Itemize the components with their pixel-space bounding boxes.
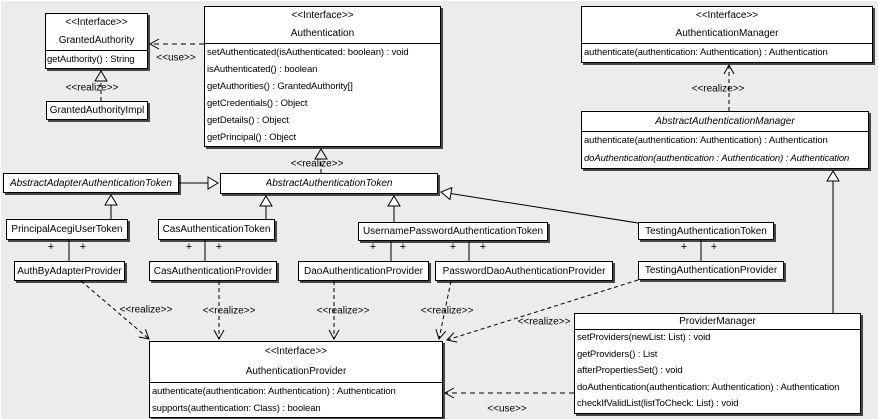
compartment-divider: [205, 43, 440, 44]
class-name: CasAuthenticationProvider: [153, 265, 273, 277]
compartment-divider: [150, 382, 442, 383]
association-end-plus: +: [215, 241, 223, 253]
method-label: authenticate(authentication: Authenticat…: [584, 47, 828, 58]
class-cas-authentication-provider[interactable]: CasAuthenticationProvider: [149, 261, 277, 281]
class-auth-by-adapter-provider[interactable]: AuthByAdapterProvider: [14, 261, 125, 281]
realize-label: <<realize>>: [420, 305, 474, 317]
association-end-plus: +: [479, 241, 487, 253]
class-principal-acegi-user-token[interactable]: PrincipalAcegiUserToken: [6, 219, 128, 240]
class-name: Authentication: [290, 28, 355, 39]
method-label: authenticate(authentication: Authenticat…: [584, 135, 828, 146]
realize-label: <<realize>>: [290, 158, 344, 170]
method-label: getCredentials() : Object: [207, 98, 308, 109]
realize-label: <<realize>>: [517, 316, 571, 328]
compartment-divider: [46, 50, 147, 51]
class-provider-manager[interactable]: ProviderManager setProviders(newList: Li…: [574, 313, 861, 414]
class-name: TestingAuthenticationToken: [645, 225, 767, 237]
class-header: <<Interface>> GrantedAuthority: [46, 14, 147, 50]
class-name: AuthenticationProvider: [245, 366, 347, 377]
class-header: <<Interface>> AuthenticationManager: [582, 7, 872, 43]
class-name: ProviderManager: [679, 316, 756, 327]
realize-label: <<realize>>: [119, 304, 173, 316]
class-name: TestingAuthenticationProvider: [644, 265, 778, 276]
class-username-password-authentication-token[interactable]: UsernamePasswordAuthenticationToken: [358, 222, 548, 241]
class-name: DaoAuthenticationProvider: [304, 265, 423, 277]
class-header: AbstractAuthenticationManager: [582, 112, 868, 131]
class-name: CasAuthenticationToken: [162, 224, 271, 235]
association-end-plus: +: [449, 241, 457, 253]
method-label: getAuthority() : String: [47, 54, 135, 65]
edge-realize-testing-provider[interactable]: [446, 279, 639, 343]
association-end-plus: +: [47, 241, 55, 253]
association-end-plus: +: [79, 241, 87, 253]
class-name: PrincipalAcegiUserToken: [11, 224, 123, 235]
method-label: getAuthorities() : GrantedAuthority[]: [207, 81, 353, 92]
class-header: <<Interface>> Authentication: [205, 7, 440, 43]
method-label: getPrincipal() : Object: [207, 132, 297, 143]
class-header: <<Interface>> AuthenticationProvider: [150, 342, 442, 382]
stereotype-label: <<Interface>>: [264, 346, 328, 357]
association-end-plus: +: [185, 241, 193, 253]
class-dao-authentication-provider[interactable]: DaoAuthenticationProvider: [298, 261, 429, 281]
association-end-plus: +: [399, 241, 407, 253]
compartment-divider: [575, 329, 860, 330]
class-abstract-authentication-manager[interactable]: AbstractAuthenticationManager authentica…: [581, 111, 869, 169]
method-label: setAuthenticated(isAuthenticated: boolea…: [207, 47, 409, 58]
stereotype-label: <<Interface>>: [65, 17, 128, 28]
realize-label: <<realize>>: [316, 305, 370, 317]
class-abstract-adapter-authentication-token[interactable]: AbstractAdapterAuthenticationToken: [3, 173, 179, 193]
method-label: checkIfValidList(listToCheck: List) : vo…: [577, 398, 739, 409]
class-name: AbstractAdapterAuthenticationToken: [10, 177, 172, 189]
class-granted-authority-impl[interactable]: GrantedAuthorityImpl: [46, 101, 148, 120]
class-name: GrantedAuthorityImpl: [49, 105, 145, 116]
use-label: <<use>>: [156, 52, 196, 64]
class-header: ProviderManager: [575, 314, 860, 329]
association-end-plus: +: [369, 241, 377, 253]
class-password-dao-authentication-provider[interactable]: PasswordDaoAuthenticationProvider: [435, 261, 613, 281]
method-label: setProviders(newList: List) : void: [577, 332, 711, 343]
class-name: AuthenticationManager: [675, 28, 779, 39]
class-name: AbstractAuthenticationToken: [265, 178, 393, 189]
method-label: getProviders() : List: [577, 348, 658, 360]
method-label: supports(authentication: Class) : boolea…: [152, 403, 321, 414]
realize-label: <<realize>>: [65, 82, 119, 94]
class-name: AuthByAdapterProvider: [17, 265, 122, 277]
method-label: authenticate(authentication: Authenticat…: [152, 386, 396, 397]
edge-gen-testing-token-to-abstract-token[interactable]: [440, 186, 639, 224]
class-name: AbstractAuthenticationManager: [655, 116, 795, 127]
class-name: PasswordDaoAuthenticationProvider: [442, 265, 606, 277]
compartment-divider: [582, 43, 872, 44]
method-label: isAuthenticated() : boolean: [207, 64, 318, 75]
class-abstract-authentication-token[interactable]: AbstractAuthenticationToken: [220, 173, 438, 194]
method-label: doAuthentication(authentication: Authent…: [577, 381, 840, 393]
method-label: afterPropertiesSet() : void: [577, 365, 683, 376]
association-end-plus: +: [680, 241, 688, 253]
class-name: UsernamePasswordAuthenticationToken: [362, 226, 544, 237]
compartment-divider: [582, 131, 868, 132]
class-authentication-manager[interactable]: <<Interface>> AuthenticationManager auth…: [581, 6, 873, 63]
edge-realize-passworddao-provider[interactable]: [435, 280, 452, 341]
class-testing-authentication-provider[interactable]: TestingAuthenticationProvider: [638, 261, 784, 280]
class-authentication-provider[interactable]: <<Interface>> AuthenticationProvider aut…: [149, 341, 443, 418]
class-name: GrantedAuthority: [58, 35, 135, 46]
use-label: <<use>>: [487, 403, 527, 415]
edge-realize-authbyadapter-provider[interactable]: [80, 280, 150, 340]
realize-label: <<realize>>: [691, 83, 745, 95]
class-testing-authentication-token[interactable]: TestingAuthenticationToken: [638, 222, 774, 240]
realize-label: <<realize>>: [202, 305, 256, 317]
class-cas-authentication-token[interactable]: CasAuthenticationToken: [158, 219, 275, 240]
method-label: getDetails() : Object: [207, 115, 289, 126]
class-granted-authority[interactable]: <<Interface>> GrantedAuthority getAuthor…: [45, 13, 148, 69]
class-authentication[interactable]: <<Interface>> Authentication setAuthenti…: [204, 6, 441, 147]
stereotype-label: <<Interface>>: [695, 10, 759, 21]
method-label: doAuthentication(authentication : Authen…: [584, 153, 850, 164]
stereotype-label: <<Interface>>: [291, 10, 354, 21]
association-end-plus: +: [710, 241, 718, 253]
